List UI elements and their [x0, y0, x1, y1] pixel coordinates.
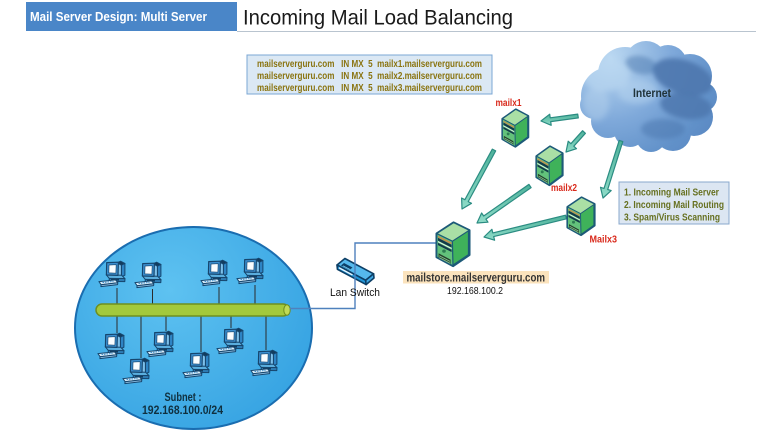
svg-text:Internet: Internet	[633, 86, 671, 100]
svg-text:mailx2: mailx2	[551, 183, 577, 194]
svg-text:mailserverguru.com IN MX 5: mailserverguru.com IN MX 5 mailx3.mailse…	[257, 83, 482, 94]
svg-text:Mail Server Design: Multi Serv: Mail Server Design: Multi Server	[30, 10, 207, 24]
svg-text:3. Spam/Virus Scanning: 3. Spam/Virus Scanning	[624, 212, 720, 224]
svg-text:192.168.100.0/24: 192.168.100.0/24	[142, 405, 224, 417]
svg-text:mailserverguru.com IN MX 5: mailserverguru.com IN MX 5 mailx2.mailse…	[257, 71, 482, 82]
svg-text:Lan Switch: Lan Switch	[330, 287, 380, 299]
svg-text:mailserverguru.com IN MX 5: mailserverguru.com IN MX 5 mailx1.mailse…	[257, 59, 482, 70]
svg-text:Mailx3: Mailx3	[590, 235, 618, 246]
svg-text:2. Incoming Mail Routing: 2. Incoming Mail Routing	[624, 199, 724, 211]
svg-text:192.168.100.2: 192.168.100.2	[447, 285, 503, 297]
svg-text:Subnet :: Subnet :	[165, 392, 202, 404]
svg-text:Incoming Mail Load Balancing: Incoming Mail Load Balancing	[243, 6, 513, 30]
svg-text:mailx1: mailx1	[496, 98, 522, 109]
svg-text:1. Incoming Mail Server: 1. Incoming Mail Server	[624, 187, 719, 199]
svg-text:mailstore.mailserverguru.com: mailstore.mailserverguru.com	[407, 271, 546, 285]
